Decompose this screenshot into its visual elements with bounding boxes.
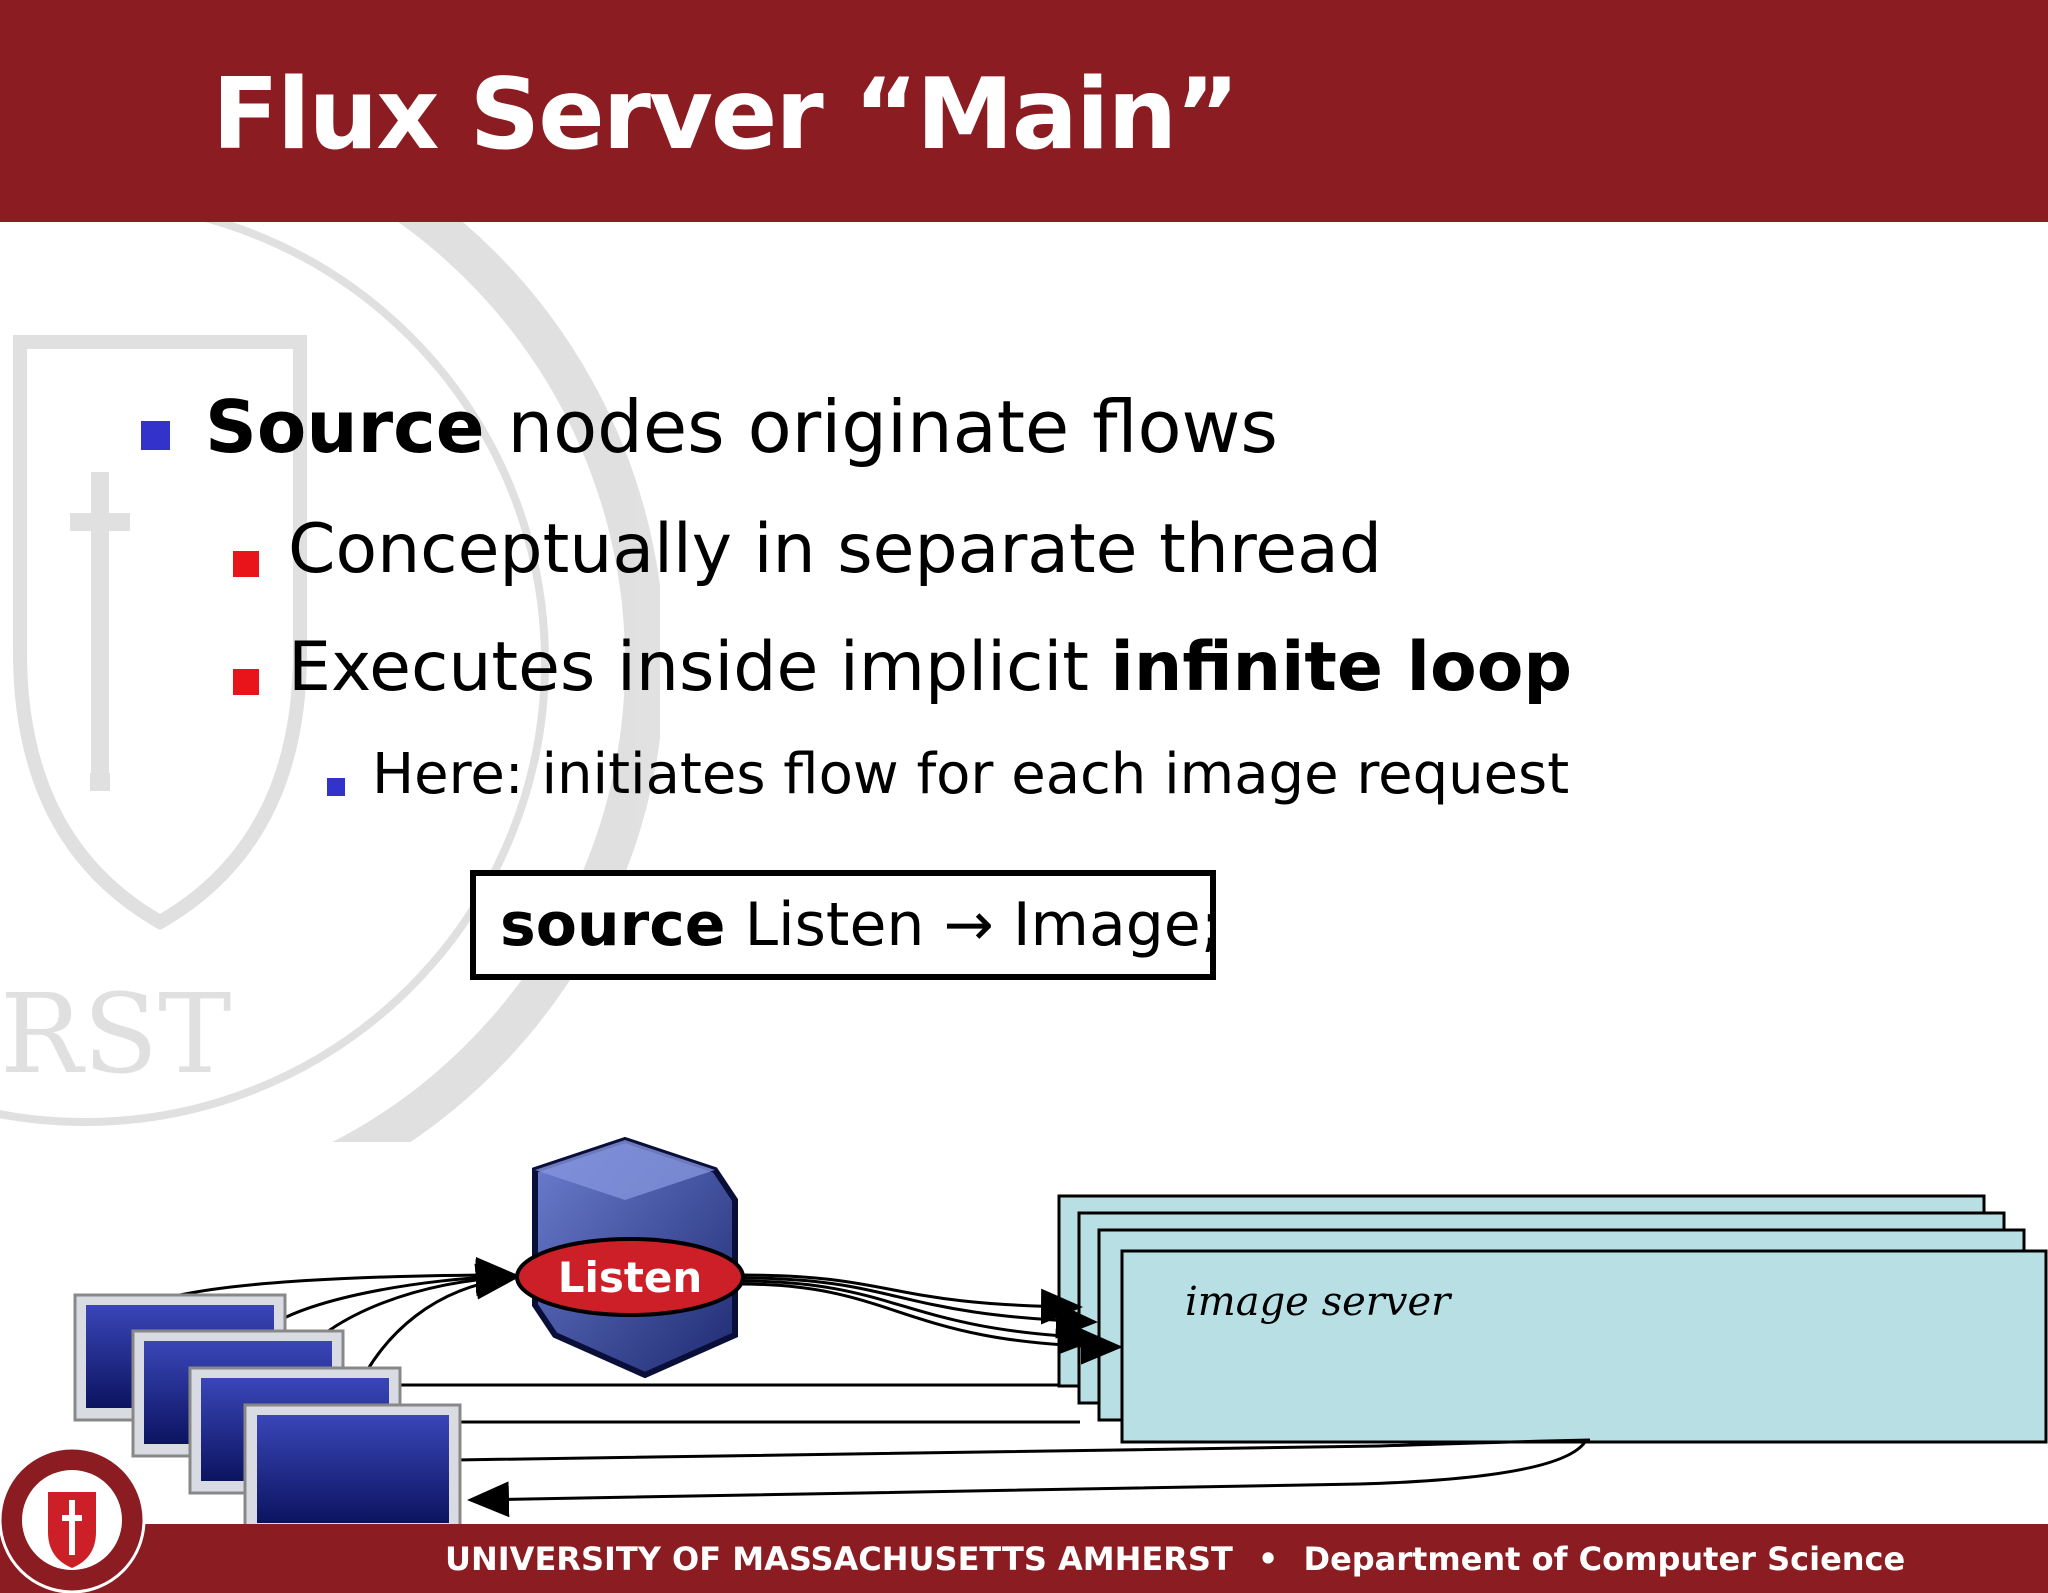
bullet-marker-level2 bbox=[233, 669, 259, 695]
bullet-source-rest: nodes originate flows bbox=[484, 385, 1278, 469]
client-computers bbox=[73, 1293, 462, 1530]
code-keyword: source bbox=[500, 890, 726, 960]
bullet-marker-level2 bbox=[233, 551, 259, 577]
umass-seal-logo bbox=[0, 1446, 146, 1593]
bullet-conceptually: Conceptually in separate thread bbox=[288, 510, 1382, 589]
footer-text: UNIVERSITY OF MASSACHUSETTS AMHERST • De… bbox=[445, 1540, 1905, 1578]
code-rest: Listen → Image; bbox=[725, 890, 1221, 960]
bullet-here: Here: initiates flow for each image requ… bbox=[372, 742, 1570, 807]
footer-separator: • bbox=[1257, 1540, 1279, 1578]
footer-university: UNIVERSITY OF MASSACHUSETTS AMHERST bbox=[445, 1540, 1233, 1578]
bullet-executes: Executes inside implicit infinite loop bbox=[288, 628, 1572, 707]
seal-watermark: RST bbox=[0, 222, 660, 1142]
listen-node bbox=[515, 1237, 745, 1317]
flow-diagram: image server Listen bbox=[73, 1136, 2048, 1530]
footer-department: Department of Computer Science bbox=[1303, 1540, 1906, 1578]
slide-title: Flux Server “Main” bbox=[212, 58, 1240, 172]
listen-label: Listen bbox=[558, 1253, 703, 1302]
bullet-executes-plain: Executes inside implicit bbox=[288, 628, 1111, 707]
bullet-executes-bold: infinite loop bbox=[1110, 628, 1573, 707]
title-bar bbox=[0, 0, 2048, 222]
bullet-marker-level1 bbox=[141, 421, 170, 450]
code-box: source Listen → Image; bbox=[470, 870, 1221, 980]
footer-bar bbox=[0, 1524, 2048, 1593]
client-monitor-icon bbox=[243, 1403, 462, 1530]
bullet-marker-level3 bbox=[327, 778, 345, 796]
svg-text:RST: RST bbox=[0, 970, 232, 1098]
bullet-source: Source nodes originate flows bbox=[205, 385, 1278, 469]
image-server-label: image server bbox=[1185, 1279, 1453, 1325]
bullet-source-bold: Source bbox=[205, 385, 485, 469]
